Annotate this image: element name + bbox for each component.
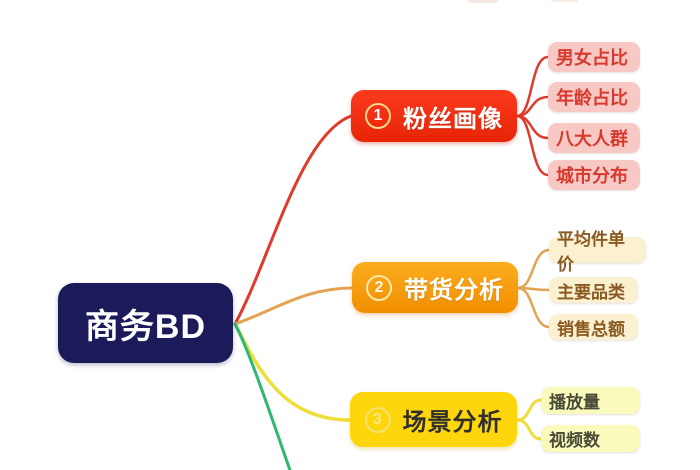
- edge-root-to-branch1: [233, 114, 353, 326]
- edge-branch2-child1: [516, 248, 551, 290]
- root-node-business-bd[interactable]: 商务BD: [58, 283, 233, 363]
- leaf-node-play-count[interactable]: 播放量: [541, 387, 640, 414]
- leaf-node-gender-ratio[interactable]: 男女占比: [548, 42, 640, 72]
- branch-label: 带货分析: [404, 277, 504, 304]
- circled-number-3-icon: 3: [364, 406, 391, 433]
- leaf-label: 八大人群: [556, 129, 628, 149]
- edge-root-to-branch3: [233, 322, 352, 422]
- leaf-node-city-distribution[interactable]: 城市分布: [548, 160, 640, 190]
- circled-number-2-icon: 2: [366, 274, 392, 301]
- leaf-label: 主要品类: [557, 282, 625, 302]
- branch-node-fan-profile[interactable]: 1 粉丝画像: [351, 90, 517, 142]
- root-node-label: 商务BD: [84, 307, 207, 346]
- edge-root-to-offscreen-branch: [233, 322, 292, 470]
- branch-node-sales-analysis[interactable]: 2 带货分析: [352, 262, 518, 313]
- circled-number-1-icon: 1: [365, 103, 391, 129]
- leaf-label: 播放量: [549, 393, 600, 412]
- edge-branch3-child2: [515, 418, 543, 441]
- leaf-label: 城市分布: [556, 166, 628, 186]
- branch-node-scene-analysis[interactable]: 3 场景分析: [350, 392, 517, 447]
- leaf-label: 平均件单价: [557, 230, 625, 274]
- edge-root-to-branch2: [233, 286, 354, 326]
- leaf-node-avg-unit-price[interactable]: 平均件单价: [549, 230, 646, 274]
- leaf-label: 视频数: [549, 431, 600, 450]
- cropped-node-remnant: [468, 0, 498, 3]
- edge-branch3-child1: [515, 398, 543, 422]
- edge-branch1-child4: [515, 114, 550, 177]
- edge-branch2-child3: [516, 286, 551, 329]
- leaf-node-age-ratio[interactable]: 年龄占比: [548, 82, 640, 112]
- leaf-label: 年龄占比: [556, 88, 628, 108]
- leaf-label: 男女占比: [556, 48, 628, 68]
- leaf-node-eight-groups[interactable]: 八大人群: [548, 123, 640, 153]
- branch-label: 场景分析: [402, 409, 503, 436]
- leaf-node-main-categories[interactable]: 主要品类: [549, 277, 638, 303]
- leaf-node-video-count[interactable]: 视频数: [541, 425, 640, 452]
- cropped-node-remnant: [551, 0, 578, 2]
- leaf-node-total-sales[interactable]: 销售总额: [549, 314, 638, 340]
- branch-label: 粉丝画像: [403, 105, 503, 133]
- leaf-label: 销售总额: [557, 319, 625, 339]
